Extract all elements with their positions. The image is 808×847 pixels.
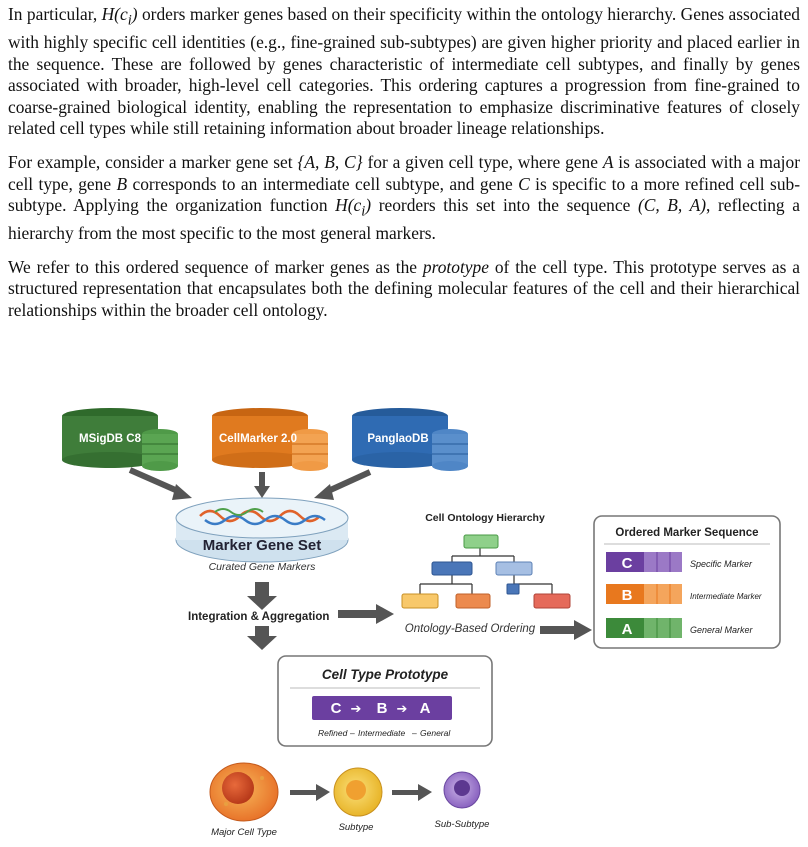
db-label-panglaodb: PanglaoDB — [367, 433, 428, 445]
arrow-right-icon: ➔ — [351, 701, 362, 716]
caption-dash-2: – — [412, 728, 417, 738]
marker-row-b: B Intermediate Marker — [606, 584, 762, 604]
p1-math-end: ) — [131, 4, 138, 24]
p1-pre: In particular, — [8, 4, 102, 24]
prototype-title: Cell Type Prototype — [322, 667, 449, 682]
p2-t2: for a given cell type, where gene — [362, 152, 603, 173]
paragraph-3: We refer to this ordered sequence of mar… — [8, 257, 800, 322]
ontology-title: Cell Ontology Hierarchy — [425, 512, 545, 524]
body-text: In particular, H(ci) orders marker genes… — [8, 4, 800, 334]
p2-t5: is specific to a more refined cell sub-s… — [8, 173, 800, 216]
p1-math-sub: i — [127, 12, 132, 29]
integration-arrow — [338, 604, 394, 624]
p2-fn-end: ) — [365, 195, 372, 216]
marker-label-specific: Specific Marker — [690, 559, 753, 569]
db-label-msigdb: MSigDB C8 — [79, 433, 142, 445]
marker-label-intermediate: Intermediate Marker — [690, 592, 762, 601]
p1-math: H(c — [101, 4, 128, 24]
p2-seq-math: (C, B, A) — [637, 195, 707, 216]
petri-dish-icon: Marker Gene Set — [175, 497, 349, 563]
marker-row-a: A General Marker — [606, 618, 754, 638]
integration-label: Integration & Aggregation — [188, 611, 329, 623]
prototype-panel: Cell Type Prototype C ➔ B ➔ A Refined – … — [277, 655, 493, 747]
db-arrowheads — [172, 484, 334, 500]
p1-post: orders marker genes based on their speci… — [8, 4, 800, 139]
marker-letter-a: A — [622, 621, 633, 638]
p2-fn-sub: i — [361, 203, 366, 220]
curated-gene-markers-label: Curated Gene Markers — [209, 561, 317, 573]
figure-svg: MSigDB C8 CellMarker 2.0 PanglaoDB — [62, 408, 781, 838]
arrow-right-icon: ➔ — [397, 701, 408, 716]
p3-em: prototype — [422, 256, 489, 277]
major-cell-icon — [209, 762, 279, 822]
marker-letter-c: C — [622, 555, 633, 572]
ordered-marker-panel: Ordered Marker Sequence C Specific Marke… — [593, 515, 781, 649]
down-arrows — [247, 582, 277, 650]
caption-intermediate: Intermediate — [358, 728, 406, 738]
label-major-cell-type: Major Cell Type — [211, 827, 277, 838]
sub-subtype-cell-icon — [443, 771, 481, 809]
p2-t7: , reflecting a hierarchy from the most s… — [8, 195, 800, 244]
h-ci-math: H(ci) — [101, 4, 138, 28]
marker-gene-set-label: Marker Gene Set — [203, 537, 321, 554]
cell-arrow-1 — [290, 784, 330, 801]
marker-label-general: General Marker — [690, 625, 754, 635]
ontology-tree — [401, 534, 571, 609]
p2-gene-a: A — [602, 152, 614, 173]
marker-row-c: C Specific Marker — [606, 552, 753, 572]
caption-refined: Refined — [318, 728, 348, 738]
database-msigdb: MSigDB C8 — [62, 408, 178, 471]
ordered-title: Ordered Marker Sequence — [615, 527, 758, 539]
prototype-figure: MSigDB C8 CellMarker 2.0 PanglaoDB — [0, 370, 808, 842]
caption-dash-1: – — [350, 728, 355, 738]
label-sub-subtype: Sub-Subtype — [435, 819, 490, 830]
p2-t4: corresponds to an intermediate cell subt… — [127, 173, 519, 194]
p3-t2: of the cell type. This prototype serves … — [8, 256, 801, 321]
p3-t1: We refer to this ordered sequence of mar… — [8, 256, 423, 277]
db-arrows — [128, 467, 372, 495]
paragraph-1: In particular, H(ci) orders marker genes… — [8, 4, 800, 140]
database-panglaodb: PanglaoDB — [352, 408, 468, 471]
p2-fn: H(c — [335, 195, 362, 216]
p2-gene-b: B — [116, 173, 128, 194]
caption-general: General — [420, 728, 451, 738]
p2-set-math: {A, B, C} — [297, 152, 363, 173]
prototype-seq-c: C — [331, 700, 342, 717]
ontology-ordering-label: Ontology-Based Ordering — [405, 623, 536, 635]
p2-gene-c: C — [518, 173, 530, 194]
db-label-cellmarker: CellMarker 2.0 — [219, 433, 297, 445]
cell-arrow-2 — [392, 784, 432, 801]
p2-t1: For example, consider a marker gene set — [8, 152, 298, 173]
p2-t6: reorders this set into the sequence — [371, 195, 638, 216]
marker-letter-b: B — [622, 587, 633, 604]
p2-t3: is associated with a major cell type, ge… — [8, 152, 800, 194]
label-subtype: Subtype — [339, 822, 374, 833]
prototype-seq-b: B — [377, 700, 388, 717]
p2-fn-math: H(ci) — [335, 195, 372, 219]
paragraph-2: For example, consider a marker gene set … — [8, 152, 800, 245]
ordering-arrow — [540, 620, 592, 640]
database-cellmarker: CellMarker 2.0 — [212, 408, 328, 471]
subtype-cell-icon — [333, 767, 383, 817]
prototype-seq-a: A — [420, 700, 431, 717]
